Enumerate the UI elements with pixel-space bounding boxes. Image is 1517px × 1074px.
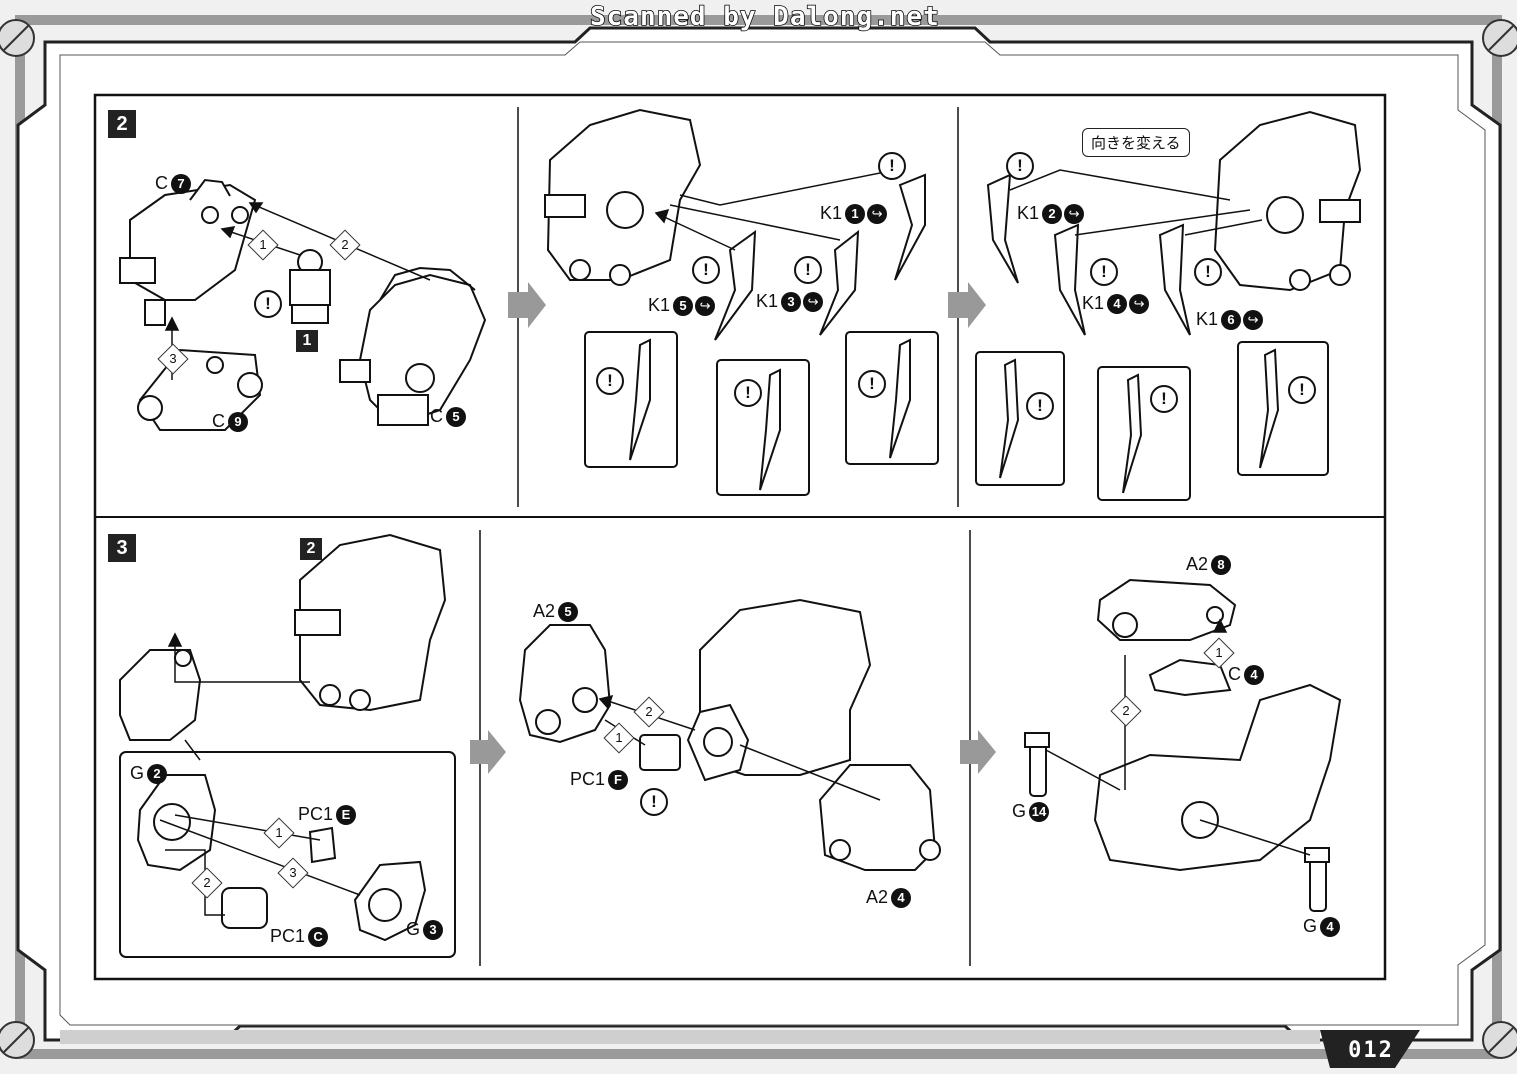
attach-hook-icon: ↪ <box>803 292 824 312</box>
exclamation-caution-icon: ! <box>254 290 282 318</box>
sub-assembly-ref: 2 <box>300 538 322 560</box>
exclamation-caution-icon: ! <box>858 370 886 398</box>
exclamation-caution-icon: ! <box>1006 152 1034 180</box>
exclamation-caution-icon: ! <box>1026 392 1054 420</box>
attach-hook-icon: ↪ <box>1243 310 1264 330</box>
page-number: 012 <box>1348 1038 1394 1063</box>
attach-hook-icon: ↪ <box>695 296 716 316</box>
exclamation-caution-icon: ! <box>1150 385 1178 413</box>
sub-assembly-ref: 1 <box>296 330 318 352</box>
exclamation-caution-icon: ! <box>734 379 762 407</box>
exclamation-caution-icon: ! <box>1288 376 1316 404</box>
attach-hook-icon: ↪ <box>1064 204 1085 224</box>
exclamation-caution-icon: ! <box>1194 258 1222 286</box>
attach-hook-icon: ↪ <box>867 204 888 224</box>
exclamation-caution-icon: ! <box>640 788 668 816</box>
step-number-badge: 3 <box>108 534 136 562</box>
step-number-badge: 2 <box>108 110 136 138</box>
exclamation-caution-icon: ! <box>692 256 720 284</box>
gear-corner-icon <box>1482 19 1517 57</box>
attach-hook-icon: ↪ <box>1129 294 1150 314</box>
scanner-watermark: Scanned by Dalong.net <box>589 1 940 33</box>
exclamation-caution-icon: ! <box>596 367 624 395</box>
exclamation-caution-icon: ! <box>1090 258 1118 286</box>
gear-corner-icon <box>0 1021 35 1059</box>
exclamation-caution-icon: ! <box>794 256 822 284</box>
rotate-orientation-note: 向きを変える <box>1082 128 1190 157</box>
exclamation-caution-icon: ! <box>878 152 906 180</box>
gear-corner-icon <box>0 19 35 57</box>
next-step-arrow-icon <box>470 282 996 774</box>
gear-corner-icon <box>1482 1021 1517 1059</box>
